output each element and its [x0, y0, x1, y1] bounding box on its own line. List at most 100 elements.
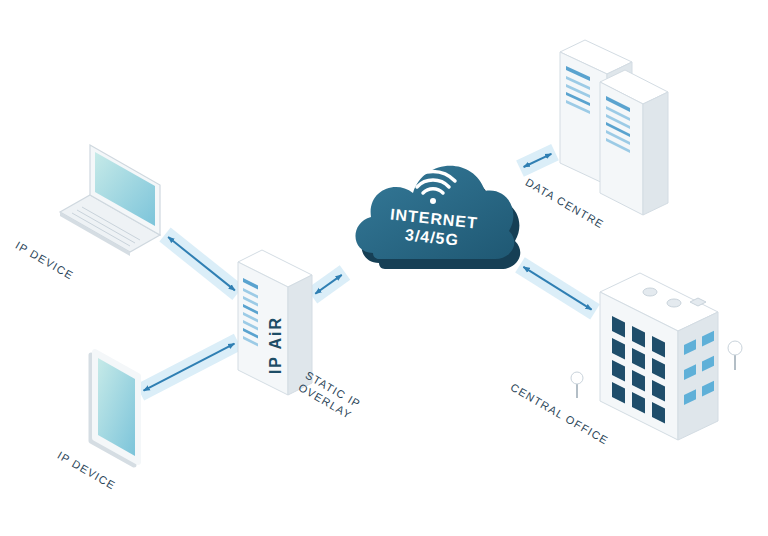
phone-illustration [91, 355, 134, 465]
link-arrow [165, 235, 238, 293]
server-tower-illustration [243, 288, 258, 299]
laptop-illustration [90, 145, 160, 235]
office-building-illustration [652, 358, 665, 380]
office-building-illustration [652, 380, 665, 402]
office-building-illustration [652, 402, 665, 424]
data-centre-illustration [566, 76, 590, 90]
data-centre-illustration [607, 62, 632, 185]
office-building-illustration [571, 273, 742, 440]
office-building-illustration [702, 381, 714, 397]
laptop-illustration [95, 152, 155, 226]
office-building-illustration [612, 338, 625, 360]
link-band [520, 265, 595, 312]
office-building-illustration [632, 370, 645, 392]
laptop-device: IP DEVICE [60, 140, 165, 245]
office-building-illustration [612, 360, 625, 382]
office-building-illustration [684, 339, 696, 355]
phone-device: IP DEVICE [92, 350, 140, 460]
phone-illustration [91, 352, 138, 465]
data-centre-illustration [606, 122, 630, 137]
laptop-illustration [60, 145, 160, 256]
server-tower-illustration [238, 262, 288, 395]
server-tower-illustration [243, 320, 258, 331]
server-tower-illustration [243, 304, 258, 315]
phone-illustration [95, 352, 138, 462]
office-building-illustration [690, 298, 706, 306]
office-building-illustration [612, 316, 625, 338]
internet-cloud: INTERNET 3/4/5G [345, 135, 520, 285]
server-tower-illustration [243, 312, 258, 323]
data-centre-illustration [566, 100, 590, 114]
office-building-illustration [728, 341, 742, 355]
arrow-line [168, 237, 235, 290]
office-building-illustration [600, 292, 678, 440]
arrow-line [523, 267, 591, 310]
server-tower-illustration [243, 336, 258, 347]
server-tower-illustration [238, 250, 312, 395]
central-office: CENTRAL OFFICE [595, 260, 725, 445]
office-building-illustration [684, 389, 696, 405]
cloud-face [355, 166, 514, 259]
link-band [165, 235, 238, 293]
data-centre-illustration [606, 130, 630, 145]
office-building-illustration [678, 312, 718, 440]
link-arrow [312, 273, 345, 297]
laptop-illustration [77, 210, 135, 243]
data-centre-illustration [600, 70, 668, 104]
phone-illustration [98, 358, 135, 456]
wifi-dot [430, 198, 436, 204]
data-centre-illustration [560, 52, 607, 185]
data-centre-illustration [606, 106, 630, 121]
laptop-illustration [72, 213, 130, 246]
laptop-illustration [60, 212, 130, 256]
arrow-line [315, 275, 341, 294]
data-centre-illustration [606, 96, 630, 112]
data-centre-illustration [560, 40, 668, 215]
office-building-illustration [684, 364, 696, 380]
office-building-illustration [576, 384, 578, 398]
laptop-illustration [60, 195, 160, 252]
office-building-illustration [632, 326, 645, 348]
data-centre: DATA CENTRE [555, 35, 670, 215]
server-tower-illustration [243, 278, 258, 290]
site-label: DATA CENTRE [523, 175, 607, 231]
data-centre-illustration [560, 40, 632, 74]
wifi-arc [423, 189, 443, 193]
office-building-illustration [667, 299, 681, 307]
office-building-illustration [702, 331, 714, 347]
site-label: CENTRAL OFFICE [508, 380, 611, 448]
overlay-server: IP AiRSTATIC IP OVERLAY [238, 250, 312, 395]
arrow-line [144, 344, 235, 391]
server-tower-illustration [238, 250, 312, 287]
brand-name: IP AiR [267, 316, 285, 374]
wifi-arc [411, 171, 455, 181]
data-centre-illustration [600, 82, 643, 215]
link-arrow [520, 152, 555, 169]
server-label: STATIC IP OVERLAY [296, 368, 378, 431]
office-building-illustration [571, 372, 583, 384]
data-centre-illustration [643, 92, 668, 215]
office-building-illustration [632, 392, 645, 414]
data-centre-illustration [566, 84, 590, 98]
data-centre-illustration [606, 138, 630, 153]
wifi-arc [417, 180, 449, 187]
office-building-illustration [702, 356, 714, 372]
link-band [312, 273, 345, 297]
office-building-illustration [600, 273, 718, 331]
server-tower-illustration [243, 328, 258, 339]
device-label: IP DEVICE [55, 448, 118, 493]
server-tower-illustration [243, 296, 258, 307]
arrow-line [524, 154, 552, 167]
link-arrow [520, 265, 595, 312]
office-building-illustration [612, 382, 625, 404]
data-centre-illustration [566, 92, 590, 106]
link-band [520, 152, 555, 169]
data-centre-illustration [606, 114, 630, 129]
link-arrow [140, 342, 238, 393]
link-band [140, 342, 238, 393]
wifi-icon [411, 171, 455, 193]
data-centre-illustration [566, 66, 590, 81]
office-building-illustration [632, 348, 645, 370]
office-building-illustration [734, 355, 736, 370]
